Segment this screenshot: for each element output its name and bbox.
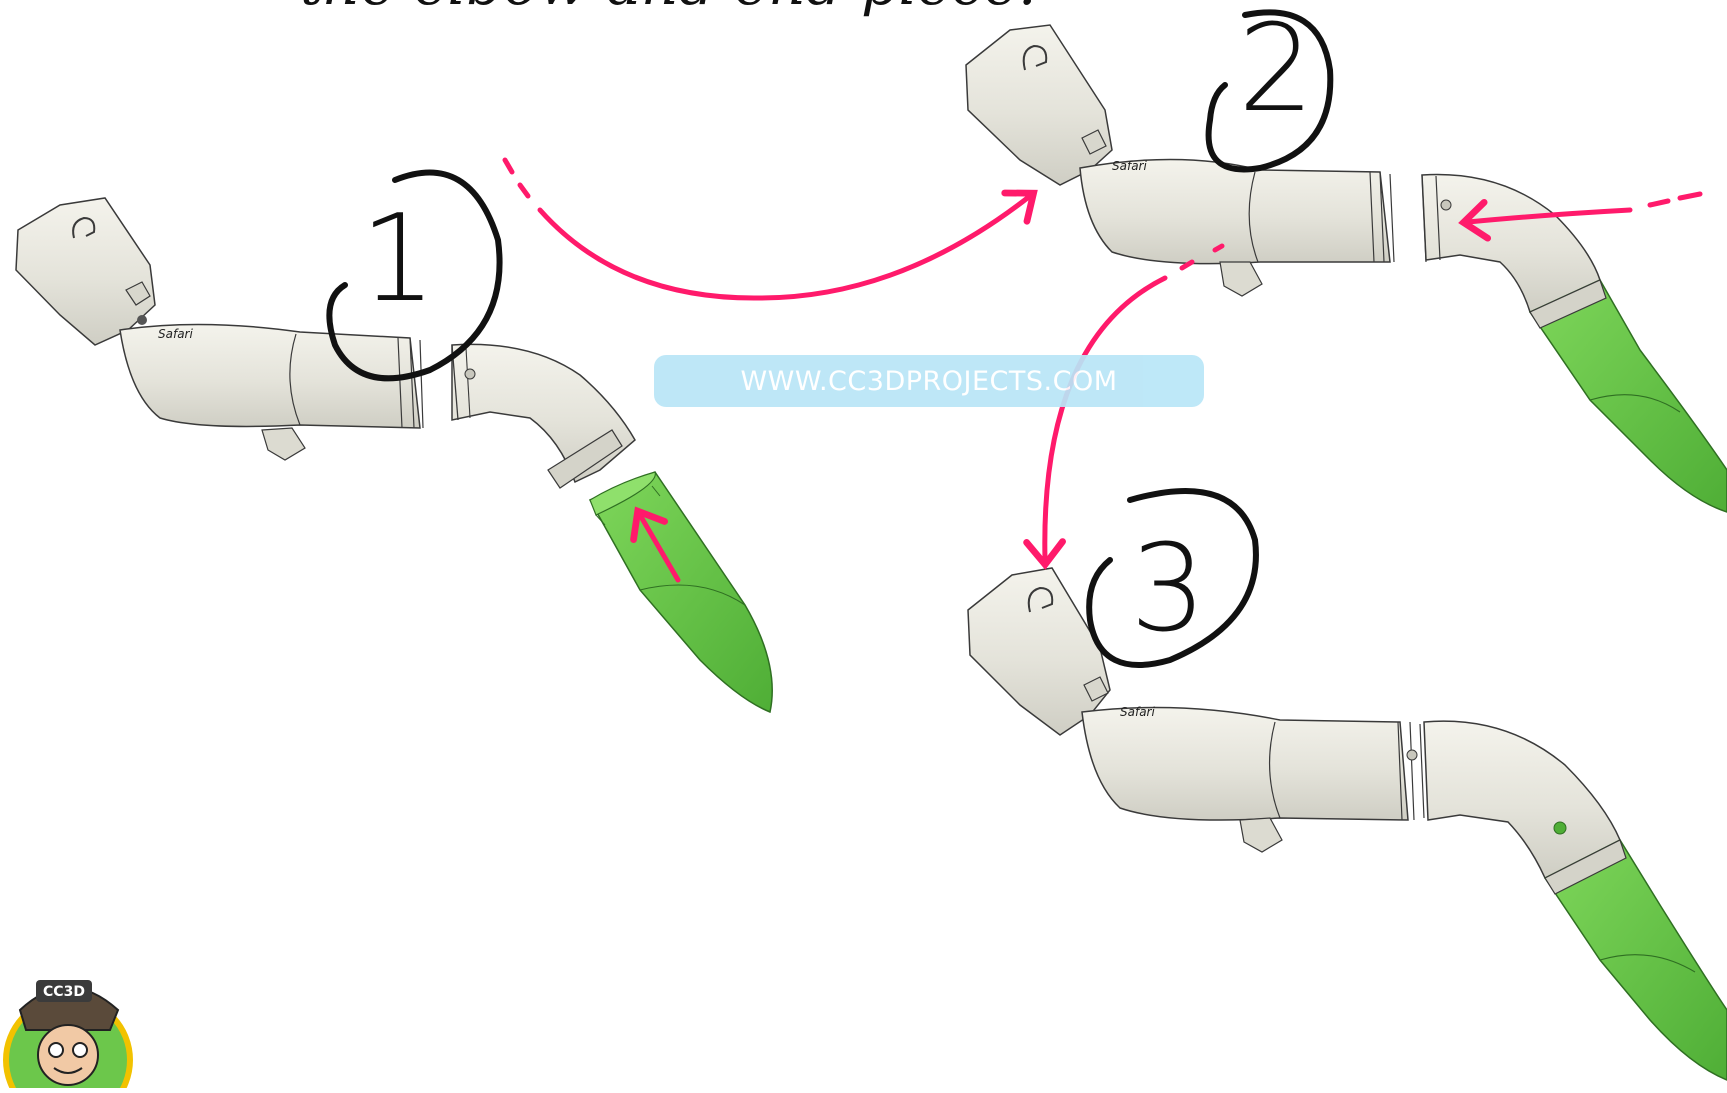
assembly-2: Safari <box>965 24 1727 513</box>
logo-badge-text: CC3D <box>43 984 85 1000</box>
arrow-step1-to-step2-icon <box>537 189 1038 301</box>
arrow-step2-to-step3-icon <box>1023 275 1168 570</box>
step-3-label: 3 <box>1130 520 1206 659</box>
cc3d-mascot-logo: CC3D <box>3 980 133 1093</box>
assembly-3-complete: Safari <box>967 567 1727 1081</box>
assembly-1-intake-tube: Safari <box>119 323 424 461</box>
assembly-3-airbox-mount <box>967 567 1111 736</box>
assembly-1-elbow <box>451 343 636 489</box>
header-partial-text: the elbow and end piece. <box>300 0 1036 18</box>
assembly-1-exploded: Safari <box>15 197 773 714</box>
svg-text:Safari: Safari <box>1120 705 1155 719</box>
step-2-marker: 2 <box>1205 0 1334 173</box>
step-2-label: 2 <box>1238 0 1314 139</box>
assembly-3-elbow-and-end-piece <box>1406 720 1727 1081</box>
step-1-label: 1 <box>360 190 436 329</box>
watermark-text: WWW.CC3DPROJECTS.COM <box>740 365 1118 397</box>
assembly-2-intake-tube: Safari <box>1079 158 1395 297</box>
assembly-1-airbox-mount <box>15 197 156 346</box>
svg-text:Safari: Safari <box>158 327 193 341</box>
assembly-2-airbox-mount <box>965 24 1113 186</box>
arrow-elbow-insert-icon <box>1458 198 1633 242</box>
insert-arrow-icon <box>630 506 681 583</box>
assembly-3-intake-tube: Safari <box>1081 705 1425 853</box>
svg-text:Safari: Safari <box>1112 159 1147 173</box>
watermark-badge: WWW.CC3DPROJECTS.COM <box>654 355 1204 407</box>
step-1-marker: 1 <box>326 169 503 382</box>
assembly-1-end-piece <box>588 471 773 714</box>
step-3-marker: 3 <box>1086 488 1259 668</box>
assembly-2-elbow-and-end-piece <box>1421 173 1727 513</box>
